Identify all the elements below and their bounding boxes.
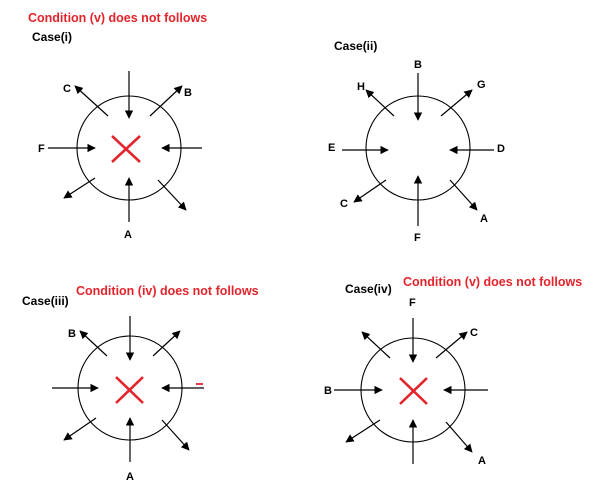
case-2-label-f: F bbox=[414, 232, 421, 244]
case-4-arrow-lower-left-outward bbox=[345, 419, 381, 443]
case-2-label-b: B bbox=[414, 59, 422, 71]
case-2-arrow-c-outward bbox=[353, 179, 387, 203]
case-1-label-b: B bbox=[184, 87, 192, 99]
case-2-label-g: G bbox=[477, 79, 486, 91]
case-4-arrow-upper-left-outward bbox=[361, 331, 391, 359]
case-4-label-b: B bbox=[324, 385, 332, 397]
case-2-label-c: C bbox=[340, 198, 348, 210]
case-4-arrow-c-outward bbox=[435, 331, 468, 359]
case-2-arrow-a-outward bbox=[449, 179, 478, 211]
case-1-arrow-lower-right-outward bbox=[157, 179, 187, 211]
case-2-diagram: Case(ii) B H G E D C A F bbox=[328, 39, 505, 244]
case-3-label-b: B bbox=[68, 328, 76, 340]
case-1-diagram: Condition (v) does not follows Case(i) C… bbox=[28, 11, 207, 241]
cross-mark-icon bbox=[115, 376, 144, 404]
case-4-label-c: C bbox=[470, 327, 478, 339]
case-1-arrow-lower-left-outward bbox=[63, 177, 96, 199]
cross-mark-icon bbox=[111, 135, 141, 163]
condition-note-case-4: Condition (v) does not follows bbox=[403, 275, 582, 289]
case-1-label-c: C bbox=[63, 83, 71, 95]
case-4-diagram: Condition (v) does not follows Case(iv) … bbox=[324, 275, 582, 467]
cross-mark-icon bbox=[399, 377, 428, 405]
case-1-label-a: A bbox=[124, 229, 132, 241]
case-3-diagram: Condition (iv) does not follows Case(iii… bbox=[22, 284, 259, 483]
case-3-arrow-lower-right-outward bbox=[161, 419, 190, 451]
case-2-title: Case(ii) bbox=[334, 39, 377, 53]
case-2-label-h: H bbox=[357, 81, 365, 93]
case-2-label-a: A bbox=[480, 213, 488, 225]
case-1-label-f: F bbox=[38, 143, 45, 155]
case-1-title: Case(i) bbox=[32, 30, 72, 44]
condition-note-case-1: Condition (v) does not follows bbox=[28, 11, 207, 25]
case-3-title: Case(iii) bbox=[22, 294, 69, 308]
case-4-label-a: A bbox=[478, 455, 486, 467]
case-2-label-d: D bbox=[497, 143, 505, 155]
case-4-arrow-a-outward bbox=[445, 421, 473, 453]
case-4-label-f: F bbox=[409, 297, 416, 309]
case-3-arrow-b-outward bbox=[79, 330, 108, 357]
case-2-arrow-g-outward bbox=[440, 89, 473, 117]
case-2-label-e: E bbox=[328, 142, 335, 154]
case-4-title: Case(iv) bbox=[345, 282, 392, 296]
case-3-arrow-upper-right-outward bbox=[152, 330, 181, 357]
case-1-arrow-c-outward bbox=[74, 85, 109, 117]
condition-note-case-3: Condition (iv) does not follows bbox=[76, 284, 259, 298]
case-1-arrow-b-outward bbox=[149, 85, 183, 117]
case-3-arrow-lower-left-outward bbox=[63, 417, 97, 441]
case-2-arrow-h-outward bbox=[365, 89, 395, 117]
case-3-label-a: A bbox=[126, 471, 134, 483]
